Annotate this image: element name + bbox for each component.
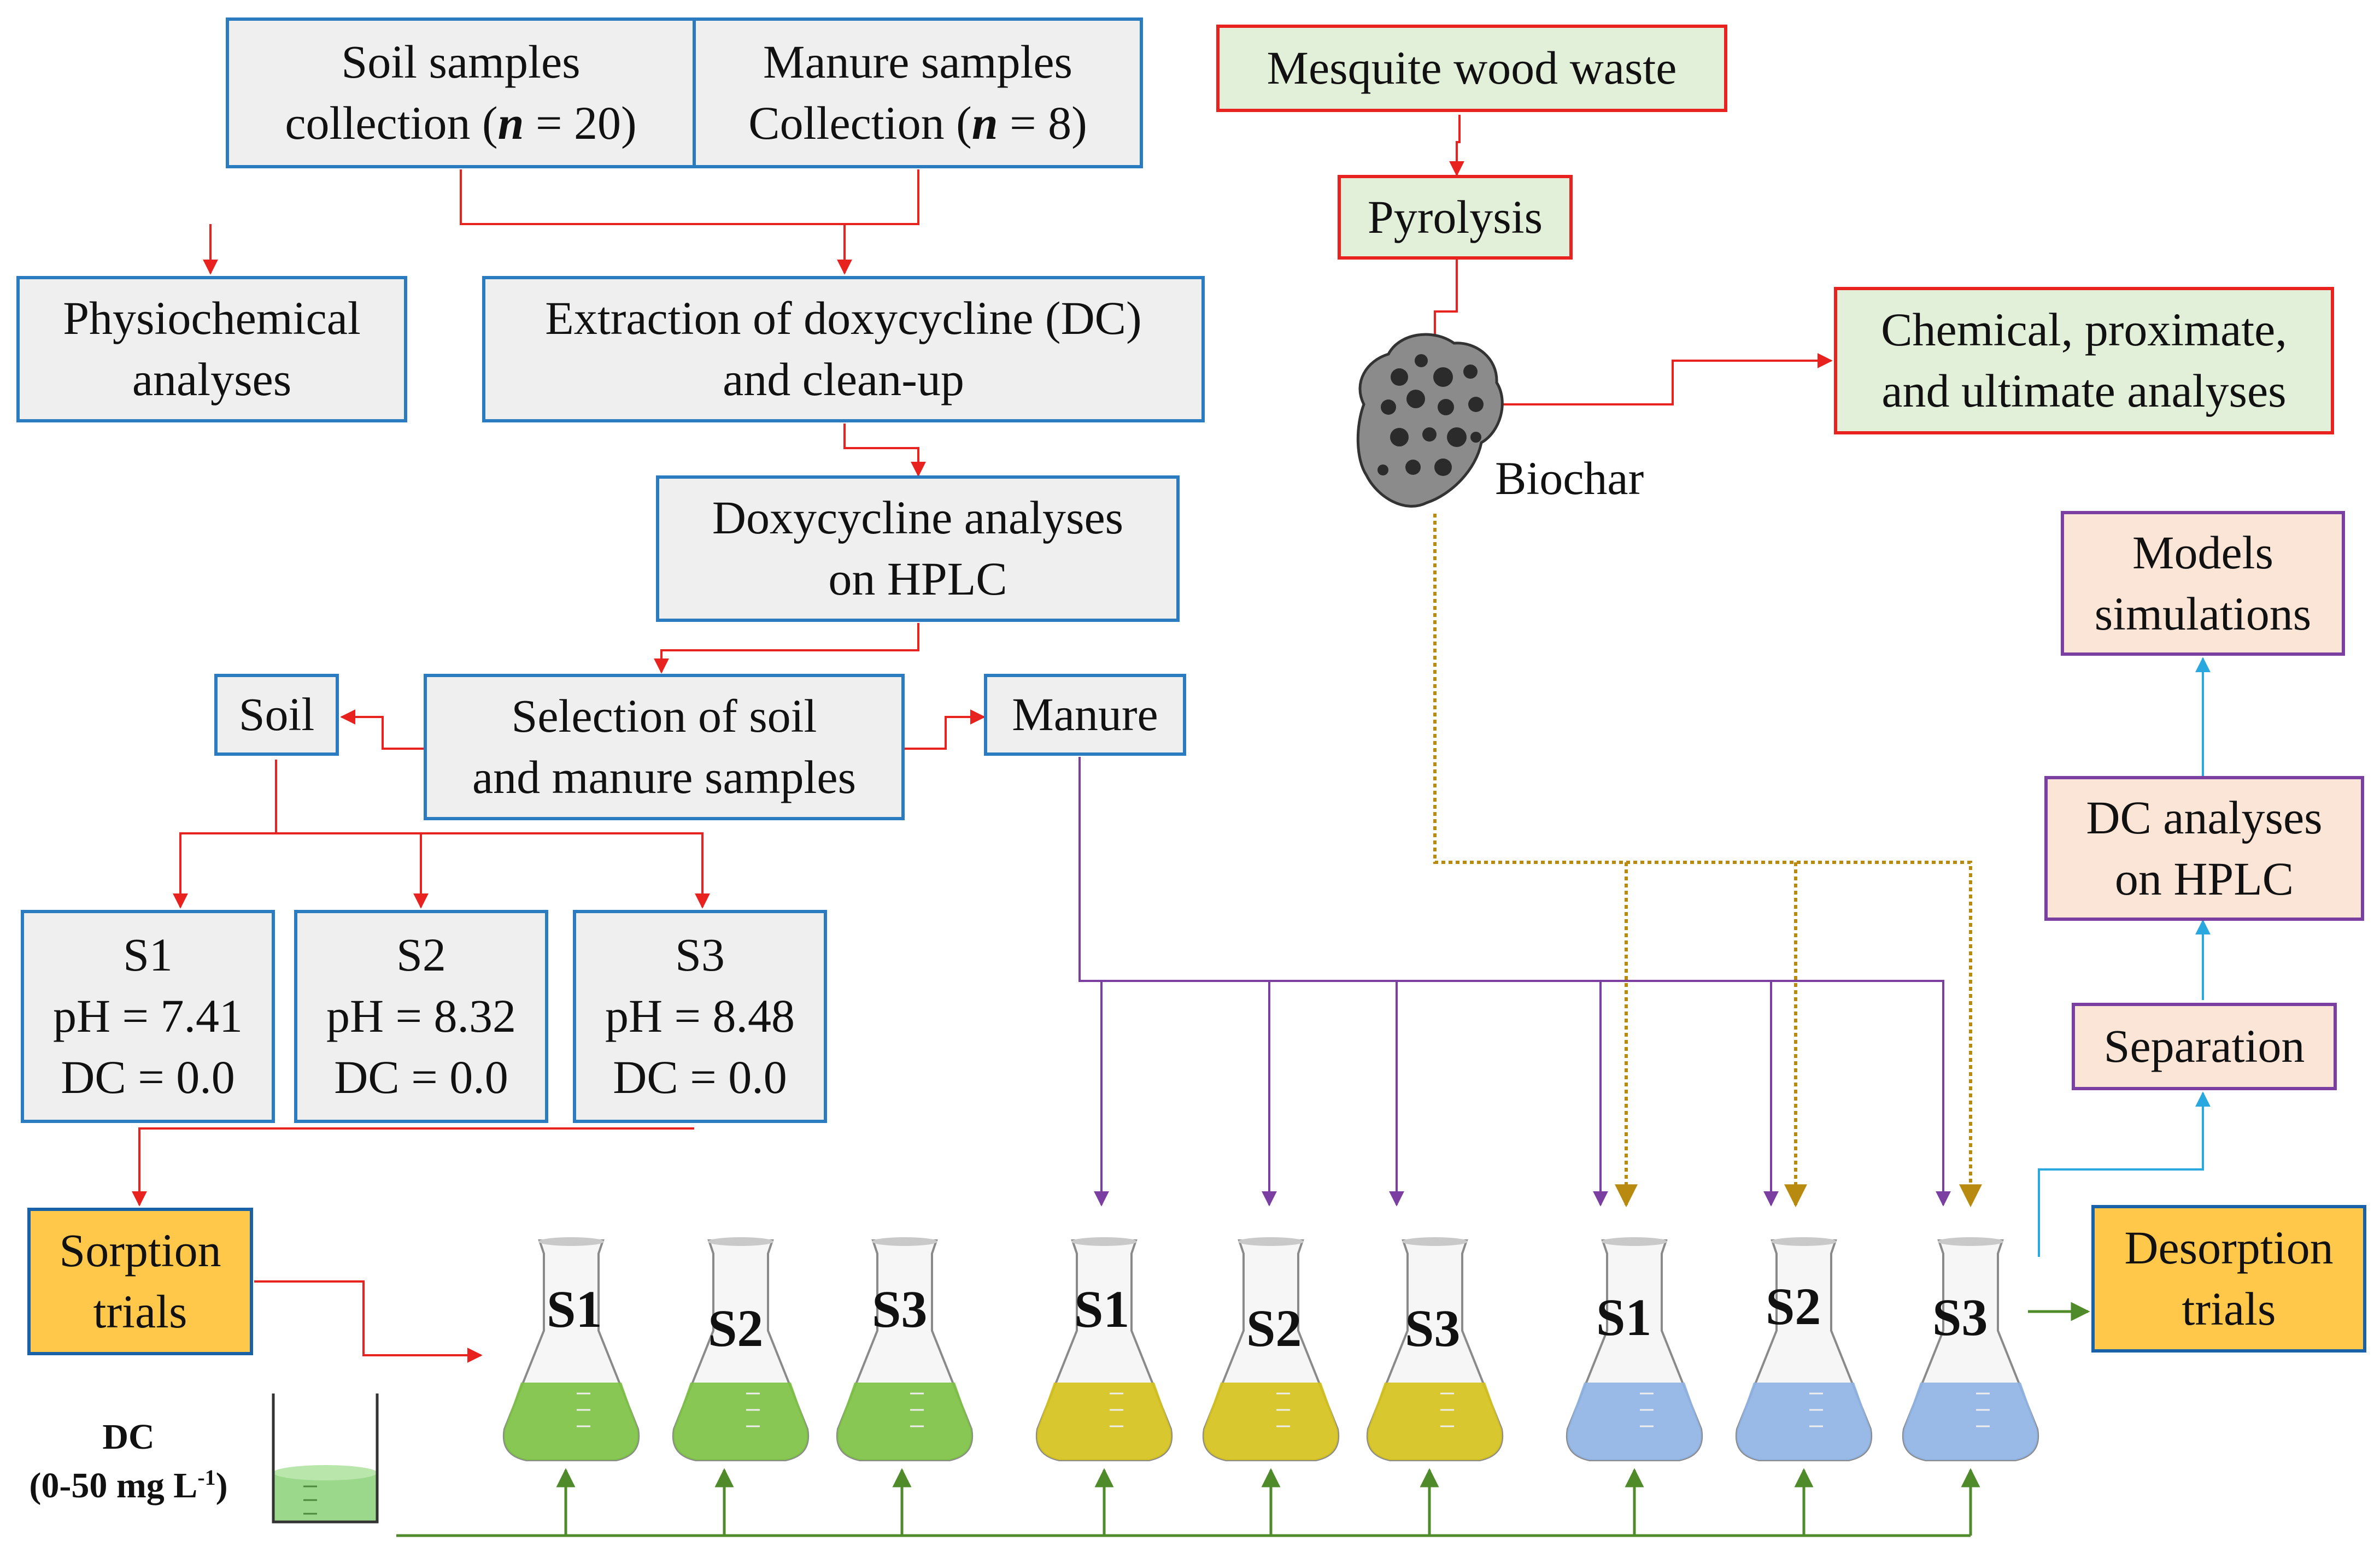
flask-shape [1735,1237,1873,1461]
flask-blue-s1: S1 [1558,1219,1711,1470]
flask-green-s1: S1 [495,1219,648,1470]
s3-ph: pH = 8.48 [605,990,795,1043]
purple-connectors [1078,757,1951,1207]
soil-s2-box: S2 pH = 8.32 DC = 0.0 [294,910,548,1123]
selection-box: Selection of soil and manure samples [424,674,905,820]
soil-collection-line-1: Soil samples [341,36,581,89]
selection-line-1: Selection of soil [511,690,817,743]
doxycycline-hplc-box: Doxycycline analyses on HPLC [656,475,1180,622]
flask-shape [502,1237,640,1461]
models-line-2: simulations [2094,587,2312,640]
dc-label-line-2: (0-50 mg L-1) [11,1461,246,1510]
flask-label: S2 [1246,1299,1302,1357]
chemical-line-1: Chemical, proximate, [1881,303,2287,356]
desorption-trials-box: Desorption trials [2091,1205,2366,1353]
manure-box: Manure [984,674,1186,756]
manure-label: Manure [1012,688,1158,741]
mesquite-label: Mesquite wood waste [1267,42,1677,95]
dc-label-close: ) [215,1466,228,1506]
soil-collection-line-2: collection (n = 20) [285,97,637,149]
flask-label: S3 [872,1280,928,1338]
flask-shape [1902,1237,2039,1461]
flask-shape [1035,1237,1173,1461]
doxycycline-hplc-line-2: on HPLC [828,552,1007,605]
extraction-box: Extraction of doxycycline (DC) and clean… [482,276,1205,422]
sorption-line-1: Sorption [59,1224,221,1277]
mesquite-box: Mesquite wood waste [1216,25,1727,112]
biochar-image [1356,333,1504,508]
pyrolysis-box: Pyrolysis [1338,175,1573,260]
selection-line-2: and manure samples [472,751,857,803]
biochar-connectors [1433,514,1982,1208]
biochar-label: Biochar [1495,452,1644,504]
dc-beaker [272,1394,379,1524]
red-connectors [132,169,986,1363]
chemical-line-2: and ultimate analyses [1881,364,2287,417]
flask-green-s3: S3 [828,1219,981,1470]
flask-yellow-s1: S1 [1028,1219,1181,1470]
dc-concentration-label: DC (0-50 mg L-1) [11,1413,246,1510]
flask-label: S3 [1405,1299,1461,1357]
soil-s3-box: S3 pH = 8.48 DC = 0.0 [573,910,827,1123]
flask-label: S1 [1596,1288,1652,1347]
s1-ph: pH = 7.41 [52,990,243,1043]
manure-collection-box: Manure samples Collection (n = 8) [693,17,1143,168]
dc-analyses-line-2: on HPLC [2114,852,2294,905]
dc-analyses-line-1: DC analyses [2086,791,2323,844]
red-connectors-right [1427,115,1833,405]
physiochemical-line-1: Physiochemical [63,292,361,345]
flask-shape [1366,1237,1504,1461]
soil-collection-box: Soil samples collection (n = 20) [226,17,696,168]
manure-collection-line-1: Manure samples [763,36,1072,89]
separation-box: Separation [2072,1003,2337,1090]
pyrolysis-label: Pyrolysis [1367,190,1543,243]
doxycycline-hplc-line-1: Doxycycline analyses [712,491,1124,544]
s2-ph: pH = 8.32 [326,990,517,1043]
soil-box: Soil [214,674,339,756]
dc-label-range: (0-50 mg L [29,1466,198,1506]
s3-dc: DC = 0.0 [613,1050,787,1103]
s3-name: S3 [675,928,725,981]
chemical-analyses-box: Chemical, proximate, and ultimate analys… [1834,287,2334,434]
dc-label-line-1: DC [102,1417,155,1457]
flask-label: S1 [1074,1280,1130,1338]
extraction-line-1: Extraction of doxycycline (DC) [545,292,1142,345]
flask-shape [672,1237,810,1461]
s1-name: S1 [123,928,173,981]
dc-analyses-box: DC analyses on HPLC [2044,776,2364,921]
soil-label: Soil [238,688,315,741]
desorption-line-2: trials [2182,1283,2276,1335]
flask-label: S2 [708,1299,764,1357]
flask-yellow-s2: S2 [1194,1219,1347,1470]
extraction-line-2: and clean-up [723,353,964,405]
flask-label: S2 [1766,1277,1821,1336]
models-line-1: Models [2132,526,2273,579]
cyan-connectors [2038,657,2211,1257]
flask-shape [1202,1237,1340,1461]
s2-dc: DC = 0.0 [334,1050,508,1103]
flask-yellow-s3: S3 [1358,1219,1511,1470]
sorption-trials-box: Sorption trials [27,1208,253,1355]
flask-blue-s3: S3 [1894,1219,2047,1470]
separation-label: Separation [2103,1020,2305,1073]
models-simulations-box: Models simulations [2061,511,2345,656]
s2-name: S2 [396,928,446,981]
flask-shape [1566,1237,1703,1461]
flask-label: S1 [547,1280,602,1338]
s1-dc: DC = 0.0 [61,1050,235,1103]
green-connectors [396,1302,2090,1537]
dc-label-exponent: -1 [197,1465,216,1490]
manure-collection-line-2: Collection (n = 8) [748,97,1087,149]
physiochemical-box: Physiochemical analyses [16,276,407,422]
flask-blue-s2: S2 [1727,1219,1880,1470]
flask-green-s2: S2 [664,1219,817,1470]
physiochemical-line-2: analyses [132,353,292,405]
flask-label: S3 [1932,1288,1988,1347]
soil-s1-box: S1 pH = 7.41 DC = 0.0 [21,910,275,1123]
sorption-line-2: trials [93,1285,187,1338]
flask-shape [836,1237,974,1461]
desorption-line-1: Desorption [2124,1221,2334,1274]
